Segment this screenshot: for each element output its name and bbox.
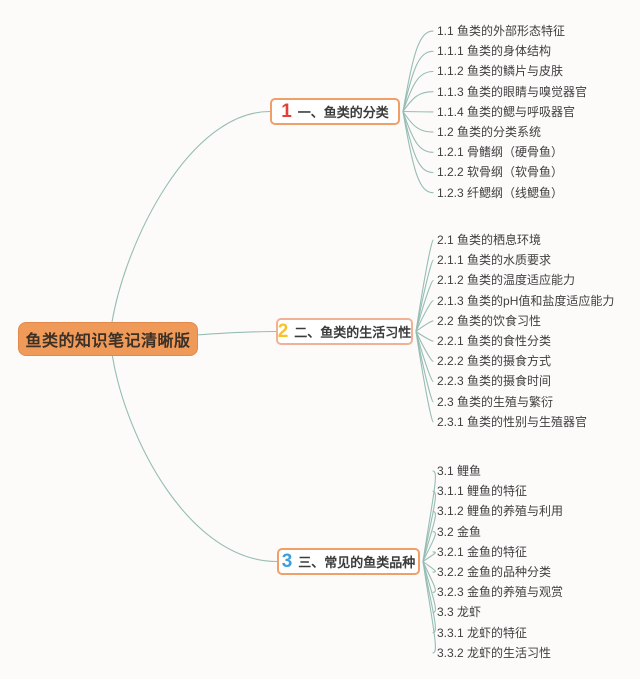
leaf-node[interactable]: 3.2.3 金鱼的养殖与观赏 [437, 585, 564, 600]
branch-number-badge: 3 [281, 551, 293, 572]
branch-3-leaves: 3.1 鲤鱼 3.1.1 鲤鱼的特征 3.1.2 鲤鱼的养殖与利用 3.2 金鱼… [437, 461, 563, 663]
branch-number-badge: 2 [277, 321, 289, 342]
leaf-node[interactable]: 3.1.1 鲤鱼的特征 [437, 484, 528, 499]
branch-1-leaves: 1.1 鱼类的外部形态特征 1.1.1 鱼类的身体结构 1.1.2 鱼类的鳞片与… [437, 21, 587, 203]
leaf-node[interactable]: 1.2.3 纤鳃纲（线鳃鱼） [437, 185, 564, 200]
leaf-node[interactable]: 3.2.1 金鱼的特征 [437, 544, 528, 559]
leaf-node[interactable]: 2.1.1 鱼类的水质要求 [437, 253, 552, 268]
branch-2-leaves: 2.1 鱼类的栖息环境 2.1.1 鱼类的水质要求 2.1.2 鱼类的温度适应能… [437, 230, 614, 432]
leaf-node[interactable]: 1.1.2 鱼类的鳞片与皮肤 [437, 64, 564, 79]
leaf-node[interactable]: 2.2 鱼类的饮食习性 [437, 313, 542, 328]
leaf-node[interactable]: 2.1 鱼类的栖息环境 [437, 233, 542, 247]
branch-node-fish-habits[interactable]: 2 二、鱼类的生活习性 [276, 318, 413, 345]
leaf-node[interactable]: 2.2.1 鱼类的食性分类 [437, 333, 552, 348]
leaf-node[interactable]: 2.3 鱼类的生殖与繁衍 [437, 394, 554, 409]
root-label: 鱼类的知识笔记清晰版 [25, 333, 191, 350]
leaf-node[interactable]: 1.2.1 骨鳍纲（硬骨鱼） [437, 145, 564, 160]
leaf-node[interactable]: 1.2 鱼类的分类系统 [437, 124, 542, 139]
leaf-node[interactable]: 3.2.2 金鱼的品种分类 [437, 564, 552, 579]
leaf-node[interactable]: 2.3.1 鱼类的性别与生殖器官 [437, 414, 588, 429]
leaf-node[interactable]: 3.2 金鱼 [437, 524, 482, 539]
leaf-node[interactable]: 3.1 鲤鱼 [437, 464, 482, 478]
leaf-node[interactable]: 3.3 龙虾 [437, 605, 482, 620]
root-node[interactable]: 鱼类的知识笔记清晰版 [18, 322, 198, 356]
branch-label: 一、鱼类的分类 [297, 105, 389, 120]
leaf-node[interactable]: 3.3.2 龙虾的生活习性 [437, 645, 552, 660]
branch-node-common-species[interactable]: 3 三、常见的鱼类品种 [277, 548, 420, 575]
leaf-node[interactable]: 2.1.2 鱼类的温度适应能力 [437, 273, 576, 288]
leaf-node[interactable]: 2.2.2 鱼类的摄食方式 [437, 354, 552, 369]
branch-node-fish-classification[interactable]: 1 一、鱼类的分类 [270, 98, 400, 125]
leaf-node[interactable]: 2.1.3 鱼类的pH值和盐度适应能力 [437, 293, 615, 308]
leaf-node[interactable]: 1.1.4 鱼类的鳃与呼吸器官 [437, 104, 576, 119]
leaf-node[interactable]: 3.3.1 龙虾的特征 [437, 625, 528, 640]
branch-label: 三、常见的鱼类品种 [298, 555, 416, 570]
branch-label: 二、鱼类的生活习性 [294, 325, 412, 340]
leaf-node[interactable]: 1.1.3 鱼类的眼睛与嗅觉器官 [437, 84, 588, 99]
leaf-node[interactable]: 2.2.3 鱼类的摄食时间 [437, 374, 552, 389]
leaf-node[interactable]: 1.1 鱼类的外部形态特征 [437, 24, 566, 38]
leaf-node[interactable]: 3.1.2 鲤鱼的养殖与利用 [437, 504, 564, 519]
leaf-node[interactable]: 1.1.1 鱼类的身体结构 [437, 44, 552, 59]
branch-number-badge: 1 [281, 101, 292, 122]
leaf-node[interactable]: 1.2.2 软骨纲（软骨鱼） [437, 165, 564, 180]
